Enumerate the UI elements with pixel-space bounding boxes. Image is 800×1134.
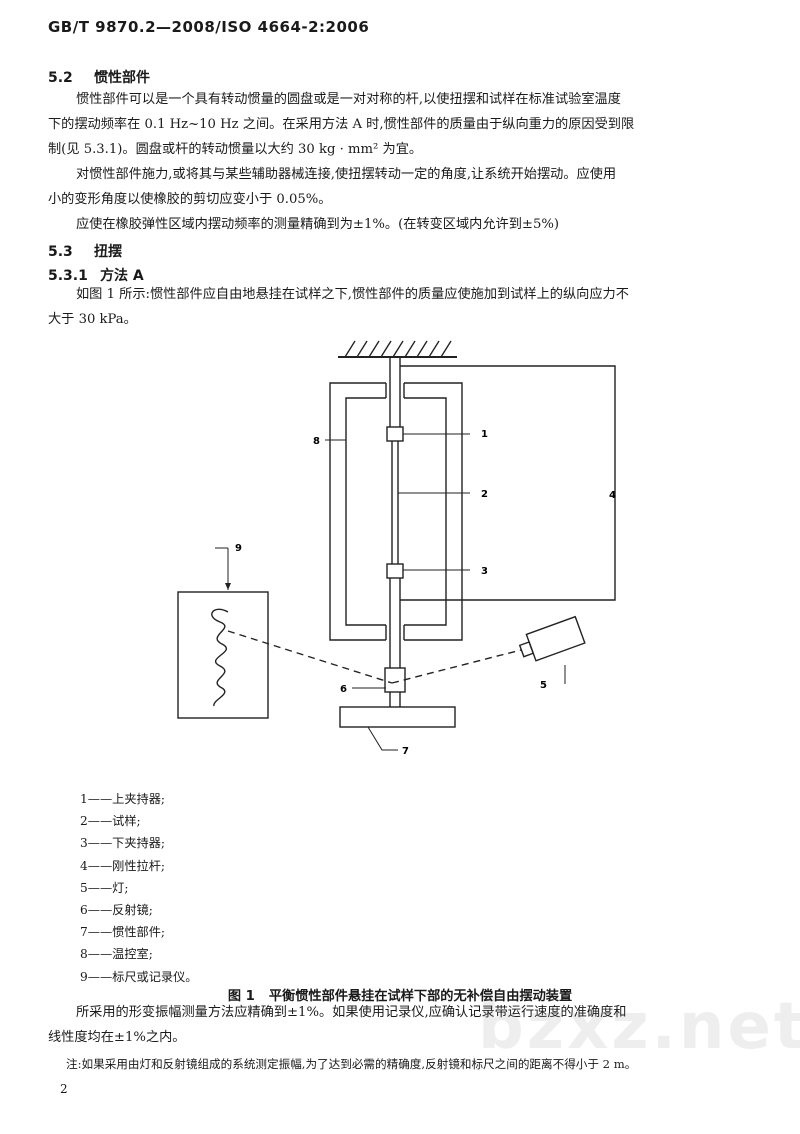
specimen (391, 441, 399, 564)
callout-5: 5 (540, 680, 547, 691)
paragraph-5-2-3: 应使在橡胶弹性区域内摆动频率的测量精确到为±1%。(在转变区域内允许到±5%) (48, 212, 752, 237)
section-title: 惯性部件 (94, 70, 150, 86)
upper-clamp (386, 426, 404, 442)
text-line: 制(见 5.3.1)。圆盘或杆的转动惯量以大约 30 kg · mm² 为宜。 (48, 142, 423, 157)
rigid-rod-frame (400, 365, 616, 601)
rigid-rod (389, 357, 401, 427)
legend-item: 7——惯性部件; (80, 925, 165, 940)
callout-9: 9 (235, 543, 242, 554)
callout-2: 2 (481, 489, 488, 500)
callout-4: 4 (609, 490, 616, 501)
legend-item: 3——下夹持器; (80, 836, 165, 851)
text-line: 线性度均在±1%之内。 (48, 1030, 186, 1045)
paragraph-5-2-1: 惯性部件可以是一个具有转动惯量的圆盘或是一对对称的杆,以使扭摆和试样在标准试验室… (48, 87, 752, 162)
scale-or-recorder (177, 591, 269, 719)
text-line: 大于 30 kPa。 (48, 312, 137, 327)
section-number: 5.3 (48, 244, 73, 260)
callout-7: 7 (402, 746, 409, 757)
light-path (227, 630, 522, 684)
section-number: 5.3.1 (48, 268, 88, 284)
text-line: 应使在橡胶弹性区域内摆动频率的测量精确到为±1%。(在转变区域内允许到±5%) (76, 217, 560, 232)
text-line: 小的变形角度以使橡胶的剪切应变小于 0.05%。 (48, 192, 332, 207)
page-number: 2 (60, 1082, 68, 1096)
legend-item: 6——反射镜; (80, 903, 153, 918)
text-line: 对惯性部件施力,或将其与某些辅助器械连接,使扭摆转动一定的角度,让系统开始摆动。… (76, 167, 617, 182)
section-number: 5.2 (48, 70, 73, 86)
figure-caption: 图 1 平衡惯性部件悬挂在试样下部的无补偿自由摆动装置 (0, 985, 800, 1004)
paragraph-after-figure: 所采用的形变振幅测量方法应精确到±1%。如果使用记录仪,应确认记录带运行速度的准… (48, 1000, 752, 1050)
mirror (384, 667, 406, 693)
inertia-member (339, 706, 456, 728)
fixed-support (338, 340, 457, 358)
callout-3: 3 (481, 566, 488, 577)
legend-item: 1——上夹持器; (80, 792, 165, 806)
legend-item: 2——试样; (80, 814, 141, 829)
callout-8: 8 (313, 436, 320, 447)
legend-item: 5——灯; (80, 880, 129, 895)
lower-clamp (386, 563, 404, 579)
section-title: 扭摆 (94, 244, 122, 260)
legend-item: 8——温控室; (80, 947, 153, 962)
note: 注:如果采用由灯和反射镜组成的系统测定振幅,为了达到必需的精确度,反射镜和标尺之… (66, 1057, 637, 1071)
figure-title: 平衡惯性部件悬挂在试样下部的无补偿自由摆动装置 (268, 989, 573, 1004)
text-line: 下的摆动频率在 0.1 Hz~10 Hz 之间。在采用方法 A 时,惯性部件的质… (48, 117, 635, 132)
torsion-pendulum-diagram: 1 2 3 4 5 6 7 8 9 (177, 340, 616, 757)
text-line: 所采用的形变振幅测量方法应精确到±1%。如果使用记录仪,应确认记录带运行速度的准… (76, 1005, 627, 1020)
standard-header: GB/T 9870.2—2008/ISO 4664-2:2006 (48, 18, 370, 36)
callout-6: 6 (340, 684, 347, 695)
lamp (518, 615, 586, 662)
section-heading-5-3: 5.3 扭摆 (48, 241, 122, 261)
text-line: 惯性部件可以是一个具有转动惯量的圆盘或是一对对称的杆,以使扭摆和试样在标准试验室… (76, 92, 621, 107)
figure-legend: 1——上夹持器; 2——试样; 3——下夹持器; 4——刚性拉杆; 5——灯; … (80, 788, 197, 988)
section-heading-5-3-1: 5.3.1 方法 A (48, 265, 144, 285)
recorder-trace (211, 608, 229, 707)
section-heading-5-2: 5.2 惯性部件 (48, 67, 150, 87)
text-line: 如图 1 所示:惯性部件应自由地悬挂在试样之下,惯性部件的质量应使施加到试样上的… (76, 287, 629, 302)
callout-1: 1 (481, 429, 488, 440)
legend-item: 9——标尺或记录仪。 (80, 969, 198, 984)
figure-number: 图 1 (227, 989, 255, 1004)
legend-item: 4——刚性拉杆; (80, 858, 165, 873)
paragraph-5-3-1: 如图 1 所示:惯性部件应自由地悬挂在试样之下,惯性部件的质量应使施加到试样上的… (48, 282, 752, 332)
section-title: 方法 A (100, 268, 144, 284)
paragraph-5-2-2: 对惯性部件施力,或将其与某些辅助器械连接,使扭摆转动一定的角度,让系统开始摆动。… (48, 162, 752, 212)
temperature-chamber (329, 382, 463, 641)
